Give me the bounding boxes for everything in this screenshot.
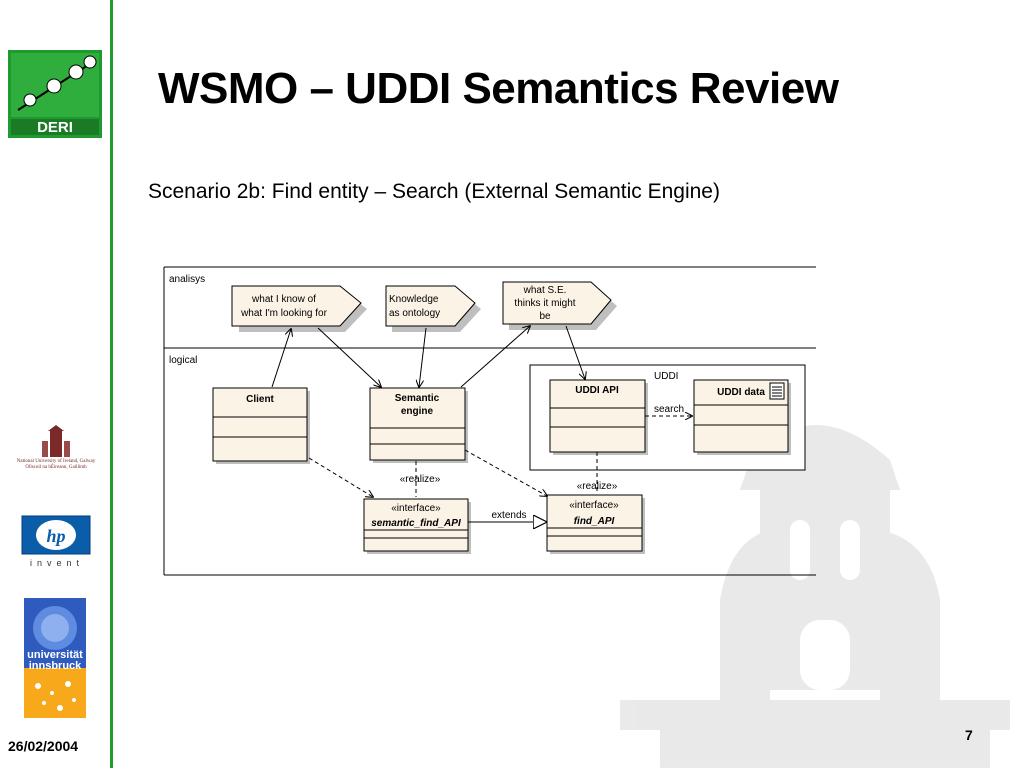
class-client: Client	[212, 387, 310, 464]
note-what-se-line2: thinks it might	[514, 298, 575, 309]
class-semantic-engine-line1: Semantic	[395, 393, 440, 404]
arrow-note-to-engine	[317, 327, 381, 387]
note-what-se-line3: be	[539, 311, 551, 322]
note-what-se-thinks: what S.E. thinks it might be	[502, 281, 617, 330]
uibk-logo-line2: innsbruck	[28, 660, 82, 672]
lane-label-logical: logical	[169, 355, 197, 366]
nui-galway-logo: National University of Ireland, Galway O…	[4, 425, 108, 475]
lane-label-analysis: analisys	[169, 274, 205, 285]
interface-semantic-find-api: «interface» semantic_find_API	[363, 498, 471, 554]
label-search: search	[654, 404, 684, 415]
nui-logo-text: National University of Ireland, Galway O…	[16, 459, 96, 470]
slide-title: WSMO – UDDI Semantics Review	[158, 64, 839, 113]
hp-logo: hp	[21, 515, 91, 555]
interface-find-api-stereotype: «interface»	[569, 500, 619, 511]
class-client-name: Client	[246, 394, 274, 405]
hp-logo-text: hp	[46, 526, 65, 546]
slide-subtitle: Scenario 2b: Find entity – Search (Exter…	[148, 180, 720, 203]
note-what-i-know-line1: what I know of	[251, 294, 316, 305]
note-knowledge-line1: Knowledge	[389, 294, 439, 305]
hp-tagline: invent	[29, 558, 85, 568]
table-icon	[769, 382, 785, 400]
note-what-se-line1: what S.E.	[523, 285, 567, 296]
interface-find-api-name: find_API	[574, 516, 615, 527]
interface-semantic-find-api-name: semantic_find_API	[371, 518, 461, 529]
nui-crest-icon	[42, 425, 70, 457]
arrow-engine-realize-find-api	[464, 449, 547, 496]
slide-date: 26/02/2004	[8, 738, 79, 754]
uddi-package-label: UDDI	[654, 371, 678, 382]
label-realize-right: «realize»	[577, 481, 618, 492]
label-extends: extends	[491, 510, 526, 521]
page-number: 7	[965, 727, 973, 743]
deri-logo-text: DERI	[37, 119, 73, 136]
uibk-logo-line1: universität	[27, 649, 83, 661]
label-realize-left: «realize»	[400, 474, 441, 485]
association-arrows	[271, 325, 585, 388]
interface-semantic-find-api-stereotype: «interface»	[391, 503, 441, 514]
class-uddi-data-name: UDDI data	[717, 387, 765, 398]
arrow-engine-to-se-note	[460, 326, 530, 388]
green-divider-line	[110, 0, 113, 768]
note-knowledge: Knowledge as ontology	[385, 285, 481, 332]
class-uddi-data: UDDI data	[693, 379, 791, 455]
class-uddi-api-name: UDDI API	[575, 385, 619, 396]
dependency-arrows	[308, 416, 692, 497]
diagram-frame	[163, 266, 816, 576]
class-semantic-engine-line2: engine	[401, 406, 434, 417]
background-watermark-drawing	[620, 425, 1010, 768]
note-what-i-know-line2: what I'm looking for	[240, 308, 328, 319]
arrow-knowledge-to-engine	[419, 327, 427, 387]
deri-logo: DERI	[8, 50, 102, 138]
arrow-client-to-note	[271, 329, 291, 388]
note-what-i-know: what I know of what I'm looking for	[231, 285, 367, 332]
class-uddi-api: UDDI API	[549, 379, 648, 455]
uibk-logo	[24, 598, 86, 718]
note-knowledge-line2: as ontology	[389, 308, 440, 319]
class-semantic-engine: Semantic engine	[369, 387, 468, 463]
arrow-client-to-semantic-find-api	[308, 457, 373, 497]
arrow-se-note-to-uddi-api	[565, 325, 585, 379]
interface-find-api: «interface» find_API	[546, 494, 645, 554]
